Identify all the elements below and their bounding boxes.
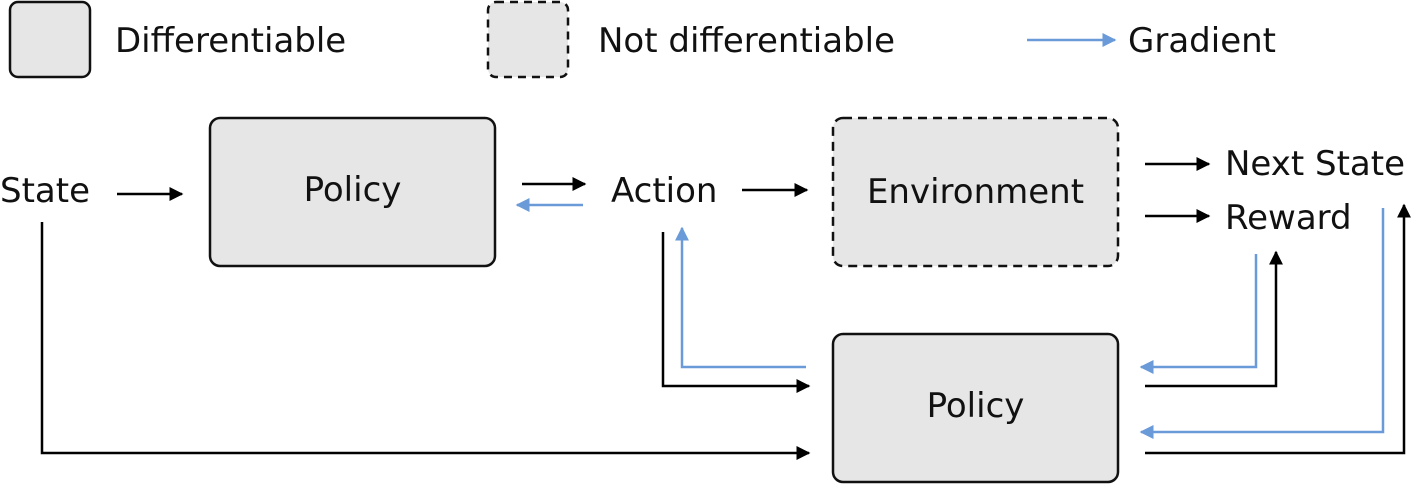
arrow-state-to-bottom-policy [40, 222, 811, 460]
arrow-action-to-bottom-policy [661, 232, 811, 393]
action-label: Action [611, 171, 718, 211]
legend-differentiable-swatch [8, 0, 92, 79]
gradient-reward-to-bottom-policy [1139, 254, 1258, 374]
arrow-bottom-policy-to-next-state [1145, 203, 1411, 455]
gradient-bottom-policy-to-action [675, 226, 806, 369]
legend-gradient-label: Gradient [1128, 21, 1276, 61]
reward-label: Reward [1225, 198, 1352, 238]
environment-box [831, 116, 1120, 268]
legend-differentiable-label: Differentiable [115, 21, 347, 61]
legend-not-differentiable-swatch [486, 0, 570, 79]
policy-box-bottom [831, 332, 1120, 484]
policy-box-top [208, 116, 497, 268]
next-state-label: Next State [1225, 144, 1406, 184]
arrow-bottom-policy-to-reward [1145, 250, 1283, 388]
legend-not-differentiable-label: Not differentiable [598, 21, 896, 61]
state-label: State [0, 171, 90, 211]
gradient-next-state-to-bottom-policy [1139, 208, 1385, 439]
